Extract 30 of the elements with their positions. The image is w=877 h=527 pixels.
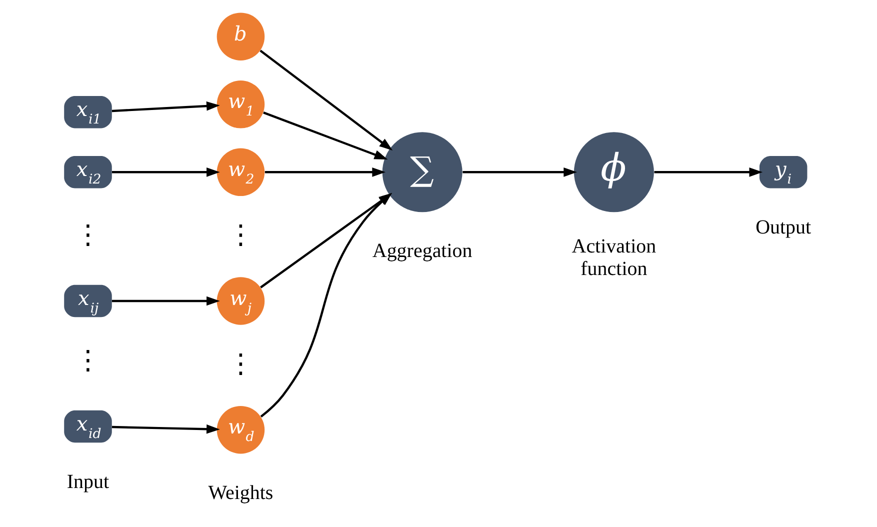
node-circle: w$_{2}$ [216, 148, 264, 196]
node-box: x$_{ij}$ [64, 284, 112, 318]
label: Output [755, 216, 811, 239]
label: Weights [208, 482, 273, 504]
arrow [111, 296, 220, 306]
arrow [264, 167, 386, 177]
node-circle: w$_{j}$ [216, 277, 264, 325]
node-circle: w$_{d}$ [216, 406, 264, 454]
node-box: x$_{id}$ [64, 410, 112, 443]
arrow [654, 167, 762, 177]
arrow [462, 167, 576, 177]
label: Aggregation [372, 240, 472, 262]
arrow [262, 112, 388, 160]
node-circle: ∑ [382, 132, 462, 212]
label: Input [66, 471, 109, 494]
node-circle: w$_{1}$ [216, 80, 264, 128]
label: ⋮ [74, 344, 101, 376]
node-box: y$_{i}$ [758, 156, 807, 188]
arrow [111, 167, 220, 177]
node-box: x$_{i1}$ [64, 96, 112, 128]
label: Activation function [571, 236, 656, 280]
arrow [111, 424, 220, 434]
arrow [259, 50, 392, 151]
label: ⋮ [226, 219, 254, 250]
label: ⋮ [226, 348, 254, 380]
node-circle: ϕ [573, 132, 654, 212]
node-box: x$_{i2}$ [64, 156, 112, 188]
label: ⋮ [74, 219, 101, 250]
node-circle: b [216, 12, 264, 60]
arrow [111, 101, 220, 112]
